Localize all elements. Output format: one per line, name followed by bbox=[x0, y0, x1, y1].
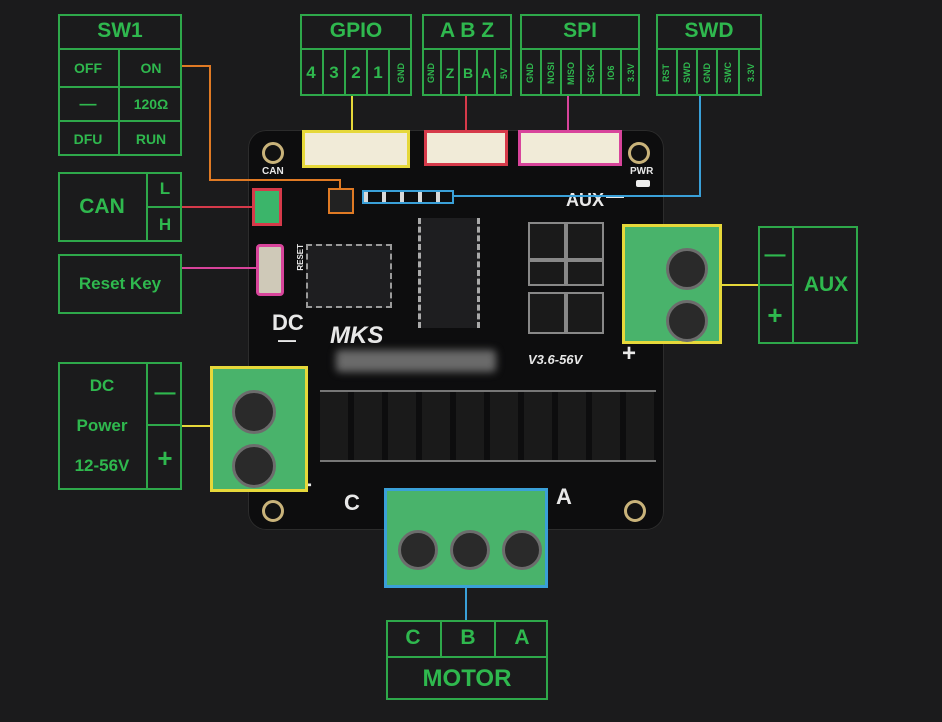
mounting-hole-tl bbox=[262, 142, 284, 164]
board-brand: MKS bbox=[330, 322, 384, 349]
reset-button[interactable] bbox=[256, 244, 284, 296]
sw1-run: RUN bbox=[135, 131, 167, 147]
motor-title: MOTOR bbox=[422, 665, 512, 692]
spi-pin-gnd: GND bbox=[525, 63, 535, 83]
gpio-pin-gnd: GND bbox=[396, 63, 406, 83]
dc-plus: + bbox=[157, 442, 173, 473]
motor-screw-a bbox=[502, 530, 542, 570]
board-plus-aux: + bbox=[622, 340, 637, 367]
gpio-title: GPIO bbox=[329, 19, 383, 42]
mosfet-2 bbox=[566, 222, 604, 260]
board-aux-label: AUX bbox=[566, 190, 605, 210]
aux-screw-top bbox=[666, 248, 708, 290]
spi-pin-nosi: NOSI bbox=[546, 62, 556, 85]
mounting-hole-bl bbox=[262, 500, 284, 522]
spi-pin-miso: MISO bbox=[566, 61, 576, 85]
mosfet-row-bottom bbox=[320, 390, 656, 462]
motor-box bbox=[386, 620, 548, 700]
spi-title: SPI bbox=[563, 19, 597, 42]
board-phase-a: A bbox=[556, 484, 572, 509]
board-pwr-label: PWR bbox=[630, 166, 654, 177]
aux-plus: + bbox=[767, 299, 783, 330]
dc-screw-bottom bbox=[232, 444, 276, 488]
can-l: L bbox=[159, 179, 171, 198]
board-phase-c: C bbox=[344, 490, 360, 515]
pwr-led bbox=[636, 180, 650, 187]
swd-pin-rst: RST bbox=[661, 64, 671, 82]
abz-connector bbox=[424, 130, 508, 166]
sw1-dash: — bbox=[79, 94, 97, 113]
sw1-title: SW1 bbox=[97, 19, 143, 42]
abz-pin-b: B bbox=[462, 65, 474, 81]
sw1-on: ON bbox=[140, 60, 162, 76]
mosfet-1 bbox=[528, 222, 566, 260]
board-version: V3.6-56V bbox=[528, 352, 583, 367]
aux-minus: — bbox=[764, 243, 786, 266]
mosfet-5 bbox=[528, 292, 566, 334]
abz-pin-a: A bbox=[480, 65, 492, 81]
motor-phase-b: B bbox=[460, 626, 476, 649]
dc-line2: Power bbox=[76, 416, 128, 435]
abz-pin-5v: 5V bbox=[499, 67, 509, 79]
gpio-pin-3: 3 bbox=[329, 63, 339, 82]
dc-line1: DC bbox=[89, 376, 115, 395]
mosfet-4 bbox=[566, 260, 604, 286]
mounting-hole-br bbox=[624, 500, 646, 522]
gpio-pin-1: 1 bbox=[373, 63, 383, 82]
swd-header bbox=[362, 190, 454, 204]
can-terminal bbox=[252, 188, 282, 226]
board-dc-label: DC bbox=[272, 310, 304, 335]
gpio-pin-2: 2 bbox=[351, 63, 361, 82]
motor-phase-c: C bbox=[405, 626, 421, 649]
can-h: H bbox=[158, 215, 172, 234]
spi-connector bbox=[518, 130, 622, 166]
sw1-switch[interactable] bbox=[328, 188, 354, 214]
abz-pin-z: Z bbox=[445, 65, 455, 81]
swd-pin-swd: SWD bbox=[682, 62, 692, 84]
abz-pin-gnd: GND bbox=[426, 63, 436, 83]
mounting-hole-tr bbox=[628, 142, 650, 164]
aux-screw-bottom bbox=[666, 300, 708, 342]
sw1-off: OFF bbox=[74, 60, 102, 76]
aux-title: AUX bbox=[803, 273, 849, 296]
swd-pin-3v3: 3.3V bbox=[746, 63, 756, 83]
sw1-ohm: 120Ω bbox=[133, 96, 169, 112]
abz-title: A B Z bbox=[439, 19, 495, 42]
swd-pin-gnd: GND bbox=[702, 63, 712, 83]
board-model-blur bbox=[336, 350, 496, 372]
gpio-connector bbox=[302, 130, 410, 168]
reset-box bbox=[58, 254, 182, 314]
reset-title: Reset Key bbox=[78, 274, 162, 293]
swd-pin-swc: SWC bbox=[723, 62, 733, 84]
board-can-label: CAN bbox=[262, 166, 284, 177]
driver-chip bbox=[418, 218, 480, 328]
sw1-box bbox=[58, 14, 182, 156]
gpio-pin-4: 4 bbox=[306, 63, 316, 82]
board-minus-dc: — bbox=[278, 330, 296, 350]
spi-pin-3v3: 3.3V bbox=[626, 63, 636, 83]
board-aux-minus: — bbox=[606, 186, 624, 206]
sw1-dfu: DFU bbox=[73, 131, 103, 147]
mosfet-3 bbox=[528, 260, 566, 286]
dc-box bbox=[58, 362, 182, 490]
motor-phase-a: A bbox=[514, 626, 530, 649]
dc-screw-top bbox=[232, 390, 276, 434]
spi-pin-io6: IO6 bbox=[606, 65, 616, 81]
swd-box bbox=[656, 14, 762, 96]
dc-line3: 12-56V bbox=[74, 456, 130, 475]
gpio-box bbox=[300, 14, 412, 96]
dc-minus: — bbox=[154, 381, 176, 404]
mcu-chip bbox=[306, 244, 392, 308]
mosfet-6 bbox=[566, 292, 604, 334]
board-reset-label: RESET bbox=[296, 244, 305, 271]
motor-screw-c bbox=[398, 530, 438, 570]
spi-pin-sck: SCK bbox=[586, 63, 596, 83]
motor-screw-b bbox=[450, 530, 490, 570]
can-title: CAN bbox=[79, 195, 125, 218]
swd-title: SWD bbox=[684, 19, 734, 42]
abz-box bbox=[422, 14, 512, 96]
